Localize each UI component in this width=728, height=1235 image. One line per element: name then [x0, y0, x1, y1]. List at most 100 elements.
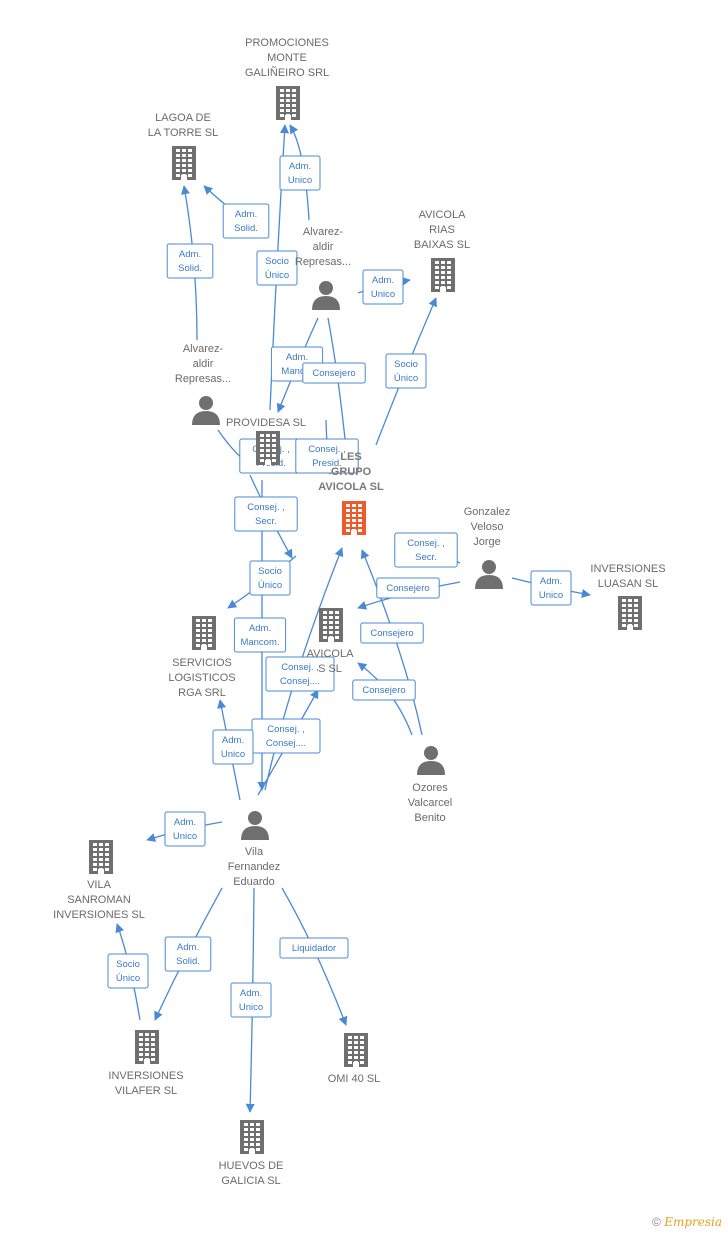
node-label: Gonzalez — [464, 506, 510, 518]
relation-label-text: Consejero — [370, 628, 413, 639]
relation-label-box[interactable] — [212, 729, 254, 765]
empresia-logo[interactable]: Empresia — [664, 1215, 722, 1229]
relation-label[interactable]: Adm. Unico — [279, 155, 321, 191]
relation-label-box[interactable] — [222, 203, 270, 239]
node-label: OMI 40 SL — [328, 1073, 381, 1085]
node-label: GALIÑEIRO SRL — [245, 66, 329, 79]
relation-label-box[interactable] — [394, 532, 458, 568]
relation-label-box[interactable] — [360, 622, 424, 644]
relation-label-box[interactable] — [166, 243, 214, 279]
edge-e17 — [360, 549, 423, 736]
relation-label-text: Adm. — [286, 352, 308, 363]
relation-label-box[interactable] — [256, 250, 298, 286]
node-omi[interactable]: OMI 40 SL — [328, 1033, 381, 1085]
relation-label-text: Único — [258, 580, 282, 591]
relation-label[interactable]: Consej. ,Secr. — [394, 532, 458, 568]
relation-label-text: Liquidador — [292, 943, 336, 954]
relation-label[interactable]: Adm.Unico — [212, 729, 254, 765]
node-label: INVERSIONES — [590, 563, 665, 575]
relation-label-text: Consejero — [362, 685, 405, 696]
relation-label[interactable]: Consejero — [376, 577, 440, 599]
relation-label-text: Unico — [173, 831, 197, 842]
node-label: Ozores — [412, 782, 448, 794]
relation-label[interactable]: Consej. ,Consej.... — [251, 718, 321, 754]
node-alvarez2[interactable]: Alvarez-aldirRepresas... — [175, 343, 231, 425]
node-label: Alvarez- — [303, 226, 344, 238]
relation-label-text: Único — [116, 973, 140, 984]
relation-label-text: Consejero — [312, 368, 355, 379]
relation-label-box[interactable] — [233, 617, 287, 653]
relation-label-text: Unico — [221, 749, 245, 760]
relation-label[interactable]: Consej. ,Consej.... — [265, 656, 335, 692]
relation-label-box[interactable] — [234, 496, 298, 532]
node-providesa[interactable]: PROVIDESA SL — [226, 417, 306, 465]
relation-label[interactable]: Adm.Unico — [230, 982, 272, 1018]
building-icon — [431, 258, 455, 292]
node-label: Alvarez- — [183, 343, 224, 355]
relation-label-box[interactable] — [530, 570, 572, 606]
relation-label-box[interactable] — [249, 560, 291, 596]
relation-label[interactable]: Adm.Solid. — [222, 203, 270, 239]
relation-label[interactable]: Consej. ,Secr. — [234, 496, 298, 532]
node-label: RIAS — [429, 224, 455, 236]
relation-label[interactable]: Liquidador — [279, 937, 349, 959]
relation-label-box[interactable] — [302, 362, 366, 384]
relation-label-text: Consej. , — [281, 662, 319, 673]
relation-label[interactable]: Adm.Unico — [362, 269, 404, 305]
relation-label-text: Unico — [288, 175, 312, 186]
relation-label-text: Adm. — [289, 161, 311, 172]
relation-label[interactable]: Consejero — [302, 362, 366, 384]
relation-label-box[interactable] — [164, 811, 206, 847]
relation-label[interactable]: Adm.Solid. — [164, 936, 212, 972]
brand-footer: © Empresia — [652, 1215, 722, 1229]
building-icon — [276, 86, 300, 120]
relation-label-text: Consej. , — [308, 444, 346, 455]
node-alvarez1[interactable]: Alvarez-aldirRepresas... — [295, 226, 351, 310]
relation-label-box[interactable] — [265, 656, 335, 692]
building-icon — [344, 1033, 368, 1067]
relation-label-text: Mancom. — [240, 637, 279, 648]
relation-label-box[interactable] — [376, 577, 440, 599]
relation-label-box[interactable] — [362, 269, 404, 305]
relation-label[interactable]: Consejero — [360, 622, 424, 644]
relation-label-text: Adm. — [249, 623, 271, 634]
relation-label-box[interactable] — [107, 953, 149, 989]
node-label: AVICOLA — [307, 648, 355, 660]
relation-label[interactable]: Adm. Mancom. — [233, 617, 287, 653]
node-label: Represas... — [175, 373, 231, 385]
relation-label[interactable]: Adm.Unico — [530, 570, 572, 606]
relation-label-box[interactable] — [279, 155, 321, 191]
relation-label-box[interactable] — [279, 937, 349, 959]
relation-label-text: Socio — [394, 359, 418, 370]
node-label: RGA SRL — [178, 687, 226, 699]
relation-label-text: Adm. — [235, 209, 257, 220]
relation-label[interactable]: Adm.Unico — [164, 811, 206, 847]
node-label: LOGISTICOS — [168, 672, 235, 684]
relation-label-box[interactable] — [385, 353, 427, 389]
relation-label[interactable]: Consej. ,Presid. — [295, 438, 359, 474]
relation-label[interactable]: Adm.Solid. — [166, 243, 214, 279]
relation-label-box[interactable] — [230, 982, 272, 1018]
relation-label-box[interactable] — [164, 936, 212, 972]
relation-label-box[interactable] — [352, 679, 416, 701]
relation-label[interactable]: Consejero — [352, 679, 416, 701]
relation-label-box[interactable] — [295, 438, 359, 474]
